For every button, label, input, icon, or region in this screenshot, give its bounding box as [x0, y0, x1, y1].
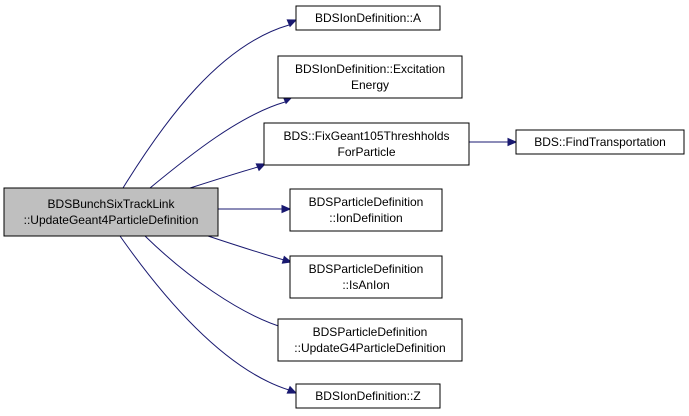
node-a[interactable]: BDSIonDefinition::A	[295, 5, 441, 31]
call-nodes: BDSBunchSixTrackLink::UpdateGeant4Partic…	[3, 5, 685, 409]
root-node[interactable]: BDSBunchSixTrackLink::UpdateGeant4Partic…	[3, 187, 219, 237]
node-label-line: BDSParticleDefinition	[309, 262, 424, 276]
edge-root-to-n_isanion	[207, 235, 293, 264]
node-label-line: ::UpdateG4ParticleDefinition	[294, 341, 445, 355]
node-label-line: BDS::FindTransportation	[534, 135, 666, 149]
arrowhead-icon	[286, 19, 298, 28]
edge-line	[207, 235, 285, 261]
node-label-line: ::IsAnIon	[342, 278, 389, 292]
node-box	[263, 122, 470, 166]
node-isanion[interactable]: BDSParticleDefinition::IsAnIon	[289, 255, 443, 299]
node-label-line: ForParticle	[337, 145, 395, 159]
node-label-line: Energy	[351, 78, 389, 92]
edge-line	[149, 101, 286, 189]
edge-line	[144, 235, 286, 329]
edge-line	[189, 166, 259, 189]
edge-line	[122, 24, 290, 189]
node-label-line: BDSIonDefinition::A	[315, 11, 421, 25]
node-label-line: BDSParticleDefinition	[309, 195, 424, 209]
node-update[interactable]: BDSParticleDefinition::UpdateG4ParticleD…	[277, 318, 463, 362]
arrowhead-icon	[281, 255, 293, 264]
node-label-line: ::IonDefinition	[329, 211, 402, 225]
edge-root-to-n_a	[122, 19, 298, 189]
arrowhead-icon	[286, 385, 298, 394]
node-find[interactable]: BDS::FindTransportation	[515, 129, 685, 155]
node-label-line: BDSIonDefinition::Z	[315, 389, 420, 403]
edge-root-to-n_update	[144, 235, 294, 332]
node-box	[277, 318, 463, 362]
node-box	[3, 187, 219, 237]
node-label-line: BDS::FixGeant105Threshholds	[283, 129, 449, 143]
node-label-line: ::UpdateGeant4ParticleDefinition	[24, 213, 199, 227]
arrowhead-icon	[281, 204, 292, 214]
node-label-line: BDSBunchSixTrackLink	[48, 197, 176, 211]
node-box	[289, 188, 443, 232]
arrowhead-icon	[507, 137, 518, 147]
call-edges	[119, 19, 518, 394]
edge-line	[119, 235, 290, 391]
node-box	[295, 383, 441, 409]
node-z[interactable]: BDSIonDefinition::Z	[295, 383, 441, 409]
edge-n_fix-to-n_find	[469, 137, 518, 147]
node-iondef[interactable]: BDSParticleDefinition::IonDefinition	[289, 188, 443, 232]
node-box	[295, 5, 441, 31]
node-box	[289, 255, 443, 299]
arrowhead-icon	[255, 163, 267, 172]
node-box	[277, 55, 463, 99]
node-label-line: BDSIonDefinition::Excitation	[295, 62, 445, 76]
edge-root-to-n_z	[119, 235, 298, 394]
edge-root-to-n_iondef	[218, 204, 292, 214]
node-box	[515, 129, 685, 155]
edge-root-to-n_fix	[189, 163, 267, 189]
node-label-line: BDSParticleDefinition	[313, 325, 428, 339]
